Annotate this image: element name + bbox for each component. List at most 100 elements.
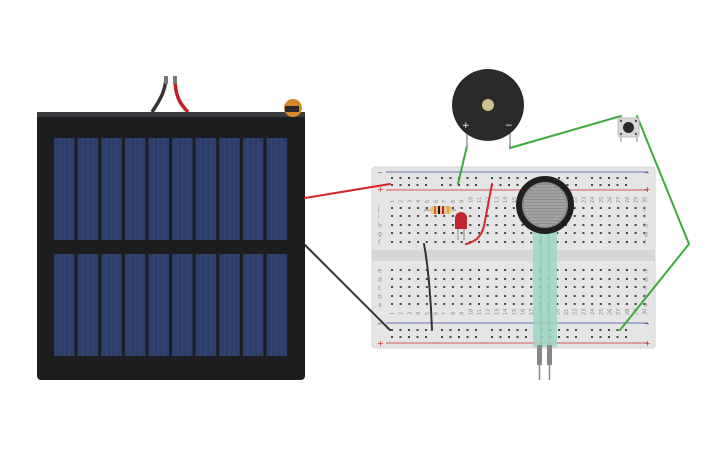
- rail-hole[interactable]: [616, 184, 619, 186]
- breadboard-hole[interactable]: [530, 269, 533, 271]
- breadboard-hole[interactable]: [504, 215, 507, 217]
- breadboard-hole[interactable]: [504, 303, 507, 305]
- breadboard-hole[interactable]: [643, 232, 646, 234]
- breadboard-hole[interactable]: [391, 241, 393, 243]
- breadboard-hole[interactable]: [530, 241, 533, 243]
- breadboard-hole[interactable]: [599, 215, 602, 217]
- breadboard-hole[interactable]: [486, 241, 489, 243]
- breadboard-hole[interactable]: [408, 215, 411, 217]
- breadboard-hole[interactable]: [408, 207, 411, 209]
- breadboard-hole[interactable]: [634, 286, 637, 288]
- breadboard-hole[interactable]: [460, 286, 463, 288]
- breadboard-hole[interactable]: [399, 215, 402, 217]
- breadboard-hole[interactable]: [434, 215, 437, 217]
- breadboard-hole[interactable]: [486, 286, 489, 288]
- breadboard-hole[interactable]: [617, 224, 620, 226]
- breadboard-hole[interactable]: [565, 295, 567, 297]
- breadboard-hole[interactable]: [443, 215, 446, 217]
- breadboard-hole[interactable]: [451, 232, 454, 234]
- breadboard-hole[interactable]: [599, 269, 602, 271]
- rail-hole[interactable]: [599, 336, 602, 338]
- breadboard-hole[interactable]: [625, 286, 628, 288]
- breadboard-hole[interactable]: [451, 278, 454, 280]
- breadboard-hole[interactable]: [573, 215, 576, 217]
- breadboard-hole[interactable]: [425, 215, 428, 217]
- breadboard-hole[interactable]: [556, 278, 559, 280]
- rail-hole[interactable]: [399, 177, 402, 179]
- breadboard-hole[interactable]: [434, 286, 437, 288]
- breadboard-hole[interactable]: [573, 224, 576, 226]
- breadboard-hole[interactable]: [478, 303, 480, 305]
- breadboard-hole[interactable]: [617, 278, 620, 280]
- rail-hole[interactable]: [449, 329, 452, 331]
- breadboard-hole[interactable]: [495, 286, 498, 288]
- breadboard-hole[interactable]: [469, 207, 472, 209]
- breadboard-hole[interactable]: [399, 207, 402, 209]
- breadboard-hole[interactable]: [460, 303, 463, 305]
- breadboard-hole[interactable]: [495, 207, 498, 209]
- breadboard-hole[interactable]: [391, 278, 393, 280]
- breadboard-hole[interactable]: [591, 303, 594, 305]
- breadboard-hole[interactable]: [478, 269, 480, 271]
- solar-panel-black-lead[interactable]: [150, 77, 168, 113]
- rail-hole[interactable]: [408, 329, 410, 331]
- breadboard-hole[interactable]: [443, 232, 446, 234]
- breadboard-hole[interactable]: [443, 269, 446, 271]
- breadboard-hole[interactable]: [399, 303, 402, 305]
- force-sensor-pad[interactable]: [522, 182, 568, 228]
- piezo-buzzer[interactable]: + −: [452, 69, 524, 148]
- breadboard-hole[interactable]: [495, 278, 498, 280]
- rail-hole[interactable]: [441, 177, 443, 179]
- breadboard-hole[interactable]: [643, 303, 646, 305]
- breadboard-hole[interactable]: [451, 295, 454, 297]
- solar-panel-red-pin[interactable]: [173, 76, 177, 84]
- rail-hole[interactable]: [466, 184, 469, 186]
- breadboard-hole[interactable]: [425, 303, 428, 305]
- rail-hole[interactable]: [416, 329, 419, 331]
- breadboard-hole[interactable]: [425, 241, 428, 243]
- breadboard-hole[interactable]: [443, 278, 446, 280]
- breadboard-hole[interactable]: [469, 232, 472, 234]
- pushbutton-cap[interactable]: [623, 122, 634, 133]
- breadboard-hole[interactable]: [591, 207, 594, 209]
- breadboard-hole[interactable]: [617, 241, 620, 243]
- breadboard-hole[interactable]: [565, 278, 567, 280]
- rail-hole[interactable]: [391, 184, 393, 186]
- breadboard-hole[interactable]: [521, 295, 524, 297]
- rail-hole[interactable]: [425, 177, 427, 179]
- breadboard-hole[interactable]: [495, 295, 498, 297]
- breadboard-hole[interactable]: [582, 207, 585, 209]
- breadboard-hole[interactable]: [634, 232, 637, 234]
- force-sensor[interactable]: [516, 176, 574, 380]
- breadboard-hole[interactable]: [425, 224, 428, 226]
- breadboard-hole[interactable]: [478, 241, 480, 243]
- rail-hole[interactable]: [491, 329, 493, 331]
- rail-hole[interactable]: [458, 184, 460, 186]
- wire-red-jumper[interactable]: [465, 183, 493, 245]
- breadboard-hole[interactable]: [530, 295, 533, 297]
- breadboard-hole[interactable]: [608, 269, 611, 271]
- rail-hole[interactable]: [475, 336, 477, 338]
- rail-hole[interactable]: [458, 329, 460, 331]
- breadboard-hole[interactable]: [391, 286, 393, 288]
- breadboard-hole[interactable]: [556, 286, 559, 288]
- breadboard-hole[interactable]: [486, 278, 489, 280]
- breadboard-hole[interactable]: [391, 232, 393, 234]
- breadboard-hole[interactable]: [425, 269, 428, 271]
- rail-hole[interactable]: [458, 336, 460, 338]
- breadboard-hole[interactable]: [608, 241, 611, 243]
- breadboard-hole[interactable]: [617, 232, 620, 234]
- breadboard-hole[interactable]: [608, 303, 611, 305]
- breadboard-hole[interactable]: [504, 207, 507, 209]
- breadboard-hole[interactable]: [617, 215, 620, 217]
- breadboard-hole[interactable]: [478, 207, 480, 209]
- breadboard-hole[interactable]: [625, 207, 628, 209]
- rail-hole[interactable]: [625, 329, 627, 331]
- breadboard-hole[interactable]: [486, 224, 489, 226]
- rail-hole[interactable]: [416, 177, 419, 179]
- breadboard-hole[interactable]: [504, 295, 507, 297]
- breadboard-hole[interactable]: [434, 295, 437, 297]
- rail-hole[interactable]: [516, 184, 519, 186]
- breadboard-hole[interactable]: [643, 215, 646, 217]
- rail-hole[interactable]: [491, 336, 493, 338]
